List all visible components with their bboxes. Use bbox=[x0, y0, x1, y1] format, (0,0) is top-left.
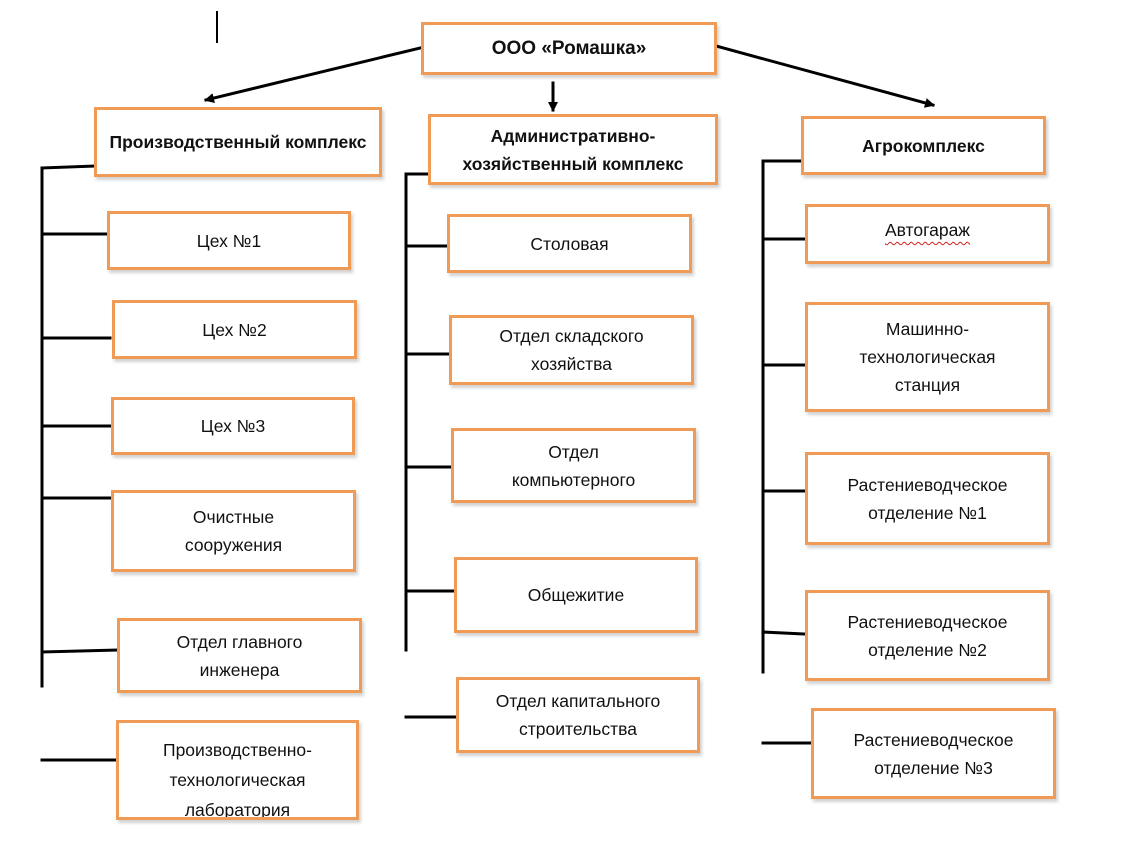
unit-label: Очистные сооружения bbox=[184, 507, 283, 555]
unit-chief-engineer-dept: Отдел главного инженера bbox=[117, 618, 362, 693]
unit-label: Общежитие bbox=[527, 585, 625, 605]
unit-crop-division-2: Растениеводческое отделение №2 bbox=[805, 590, 1050, 681]
header-label: Административно-хозяйственный комплекс bbox=[462, 125, 684, 174]
header-label: Агрокомплекс bbox=[862, 135, 985, 156]
unit-label: Растениеводческое отделение №3 bbox=[853, 729, 1014, 778]
unit-label: Цех №2 bbox=[202, 319, 267, 340]
unit-label: Производственно-технологическая лаборато… bbox=[163, 740, 312, 820]
unit-label: Отдел компьютерного bbox=[511, 441, 636, 490]
unit-label: Отдел капитального строительства bbox=[495, 691, 661, 739]
unit-motor-depot: Автогараж bbox=[805, 204, 1050, 264]
unit-label: Растениеводческое отделение №2 bbox=[847, 611, 1008, 660]
unit-label: Отдел складского хозяйства bbox=[499, 326, 644, 374]
unit-label: Машинно-технологическая станция bbox=[859, 319, 996, 395]
arrow-to-agro bbox=[714, 44, 935, 108]
unit-label: Отдел главного инженера bbox=[176, 631, 303, 680]
unit-workshop-3: Цех №3 bbox=[111, 397, 355, 455]
root-box: ООО «Ромашка» bbox=[421, 22, 717, 75]
header-production-complex: Производственный комплекс bbox=[94, 107, 382, 177]
unit-treatment-facilities: Очистные сооружения bbox=[111, 490, 356, 572]
unit-label: Столовая bbox=[530, 233, 609, 254]
unit-warehouse-dept: Отдел складского хозяйства bbox=[449, 315, 694, 385]
unit-workshop-2: Цех №2 bbox=[112, 300, 357, 359]
header-admin-complex: Административно-хозяйственный комплекс bbox=[428, 114, 718, 185]
unit-dormitory: Общежитие bbox=[454, 557, 698, 633]
header-label: Производственный комплекс bbox=[109, 132, 367, 152]
unit-crop-division-3: Растениеводческое отделение №3 bbox=[811, 708, 1056, 799]
unit-label: Цех №3 bbox=[200, 416, 266, 436]
unit-label: Цех №1 bbox=[196, 230, 262, 251]
unit-machine-tech-station: Машинно-технологическая станция bbox=[805, 302, 1050, 412]
unit-canteen: Столовая bbox=[447, 214, 692, 273]
root-label: ООО «Ромашка» bbox=[491, 37, 647, 59]
unit-label: Растениеводческое отделение №1 bbox=[847, 474, 1008, 523]
unit-production-lab: Производственно-технологическая лаборато… bbox=[116, 720, 359, 820]
unit-capital-construction-dept: Отдел капитального строительства bbox=[456, 677, 700, 753]
unit-label: Автогараж bbox=[884, 220, 971, 240]
arrow-to-production bbox=[204, 46, 422, 103]
unit-computer-dept: Отдел компьютерного bbox=[451, 428, 696, 503]
unit-crop-division-1: Растениеводческое отделение №1 bbox=[805, 452, 1050, 545]
header-agro-complex: Агрокомплекс bbox=[801, 116, 1046, 175]
unit-workshop-1: Цех №1 bbox=[107, 211, 351, 270]
